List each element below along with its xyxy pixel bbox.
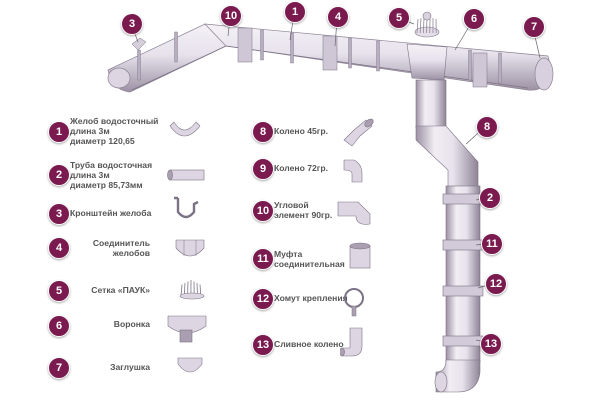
legend-label-line: Хомут крепления (274, 293, 348, 303)
pipe-icon (167, 169, 205, 181)
legend-label-line: Заглушка (110, 362, 150, 372)
legend-badge-9: 9 (252, 158, 274, 180)
corner-90-icon (337, 201, 371, 225)
gutter-assembly (107, 11, 554, 393)
legend-label-7: Заглушка (70, 362, 150, 372)
legend-label-3: Кронштейн желоба (70, 208, 151, 218)
legend-badge-4: 4 (48, 237, 70, 259)
legend-label-line: Муфта (274, 249, 303, 259)
gutter-bracket-icon (174, 196, 199, 219)
legend-label-12: Хомут крепления (274, 293, 348, 303)
legend-badge-2: 2 (48, 164, 70, 186)
legend-label-line: Желоб водосточный (70, 116, 159, 126)
legend-label-13: Сливное колено (274, 339, 344, 349)
callout-badge-1: 1 (284, 1, 306, 23)
legend-label-line: Соединитель (92, 238, 150, 248)
callout-badge-10: 10 (220, 5, 242, 27)
legend-label-line: Колено 72гр. (274, 163, 329, 173)
legend-label-line: Воронка (113, 319, 150, 329)
elbow-72-icon (343, 159, 363, 183)
callout-badge-5: 5 (388, 7, 410, 29)
legend-badge-5: 5 (48, 280, 70, 302)
legend-label-line: элемент 90гр. (274, 210, 333, 220)
legend-badge-7: 7 (48, 357, 70, 379)
legend-label-line: диаметр 85,73мм (70, 180, 143, 190)
legend-label-line: Сливное колено (274, 339, 344, 349)
callout-badge-12: 12 (485, 273, 507, 295)
legend-badge-3: 3 (48, 203, 70, 225)
legend-label-line: Сетка «ПАУК» (91, 285, 150, 295)
callout-badge-2: 2 (479, 187, 501, 209)
legend-label-6: Воронка (70, 319, 150, 329)
legend-label-line: Угловой (274, 200, 309, 210)
legend-badge-11: 11 (252, 248, 274, 270)
legend-label-line: длина 3м (70, 170, 110, 180)
spider-mesh-icon (179, 279, 205, 300)
legend-label-line: желобов (112, 248, 150, 258)
legend-label-5: Сетка «ПАУК» (70, 285, 150, 295)
legend-badge-8: 8 (252, 121, 274, 143)
legend-label-line: длина 3м (70, 126, 110, 136)
pipe-clamp-icon (344, 288, 364, 317)
legend-label-9: Колено 72гр. (274, 163, 328, 173)
legend-badge-1: 1 (48, 121, 70, 143)
legend-label-line: соединительная (274, 259, 345, 269)
callout-badge-7: 7 (523, 16, 545, 38)
legend-label-line: Труба водосточная (70, 160, 153, 170)
legend-label-line: диаметр 120,65 (70, 136, 135, 146)
gutter-connector-icon (175, 239, 205, 257)
drain-elbow-icon (340, 327, 363, 357)
callout-badge-4: 4 (327, 6, 349, 28)
legend-label-line: Колено 45гр. (274, 126, 329, 136)
callout-badge-3: 3 (121, 13, 143, 35)
callout-badge-6: 6 (463, 8, 485, 30)
legend-badge-13: 13 (252, 334, 274, 356)
legend-badge-12: 12 (252, 288, 274, 310)
elbow-45-icon (343, 118, 374, 147)
legend-label-8: Колено 45гр. (274, 126, 328, 136)
funnel-icon (167, 315, 207, 343)
coupling-icon (349, 242, 371, 269)
legend-badge-6: 6 (48, 315, 70, 337)
callout-badge-8: 8 (476, 116, 498, 138)
callout-badge-13: 13 (480, 333, 502, 355)
legend-badge-10: 10 (252, 200, 274, 222)
callout-badge-11: 11 (481, 233, 503, 255)
end-cap-icon (177, 357, 203, 373)
legend-label-line: Кронштейн желоба (70, 208, 152, 218)
gutter-piece-icon (169, 121, 201, 137)
